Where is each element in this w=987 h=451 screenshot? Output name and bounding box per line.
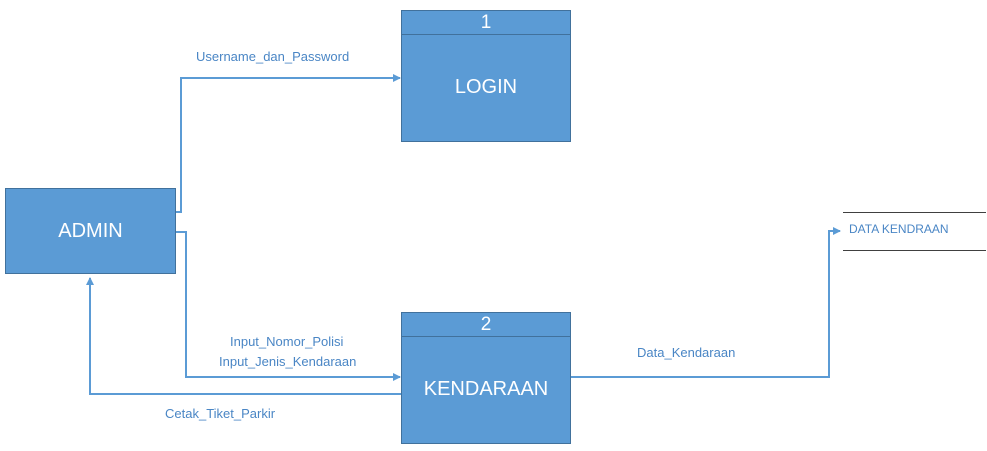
entity-admin-label: ADMIN bbox=[58, 219, 123, 242]
flow-admin-to-kendaraan bbox=[175, 231, 401, 381]
process-kendaraan: 2 KENDARAAN bbox=[401, 312, 571, 444]
data-store-top-line bbox=[843, 212, 986, 213]
flow-label-data-kendaraan: Data_Kendaraan bbox=[637, 345, 736, 360]
data-store-label: DATA KENDRAAN bbox=[849, 222, 949, 236]
process-login: 1 LOGIN bbox=[401, 10, 571, 142]
flow-label-username-password: Username_dan_Password bbox=[196, 49, 350, 64]
flow-admin-to-login bbox=[175, 74, 401, 213]
process-kendaraan-number: 2 bbox=[402, 313, 570, 337]
data-store-bottom-line bbox=[843, 250, 986, 251]
flow-label-cetak-tiket-parkir: Cetak_Tiket_Parkir bbox=[165, 406, 276, 421]
process-login-number: 1 bbox=[402, 11, 570, 35]
flow-label-input-nomor-polisi: Input_Nomor_Polisi bbox=[230, 334, 344, 349]
flow-kendaraan-to-admin bbox=[86, 277, 402, 395]
process-login-name: LOGIN bbox=[454, 76, 518, 98]
entity-admin: ADMIN bbox=[5, 188, 176, 274]
process-kendaraan-name: KENDARAAN bbox=[423, 378, 549, 400]
flow-label-input-jenis-kendaraan: Input_Jenis_Kendaraan bbox=[219, 354, 357, 369]
flow-kendaraan-to-store bbox=[570, 227, 841, 378]
